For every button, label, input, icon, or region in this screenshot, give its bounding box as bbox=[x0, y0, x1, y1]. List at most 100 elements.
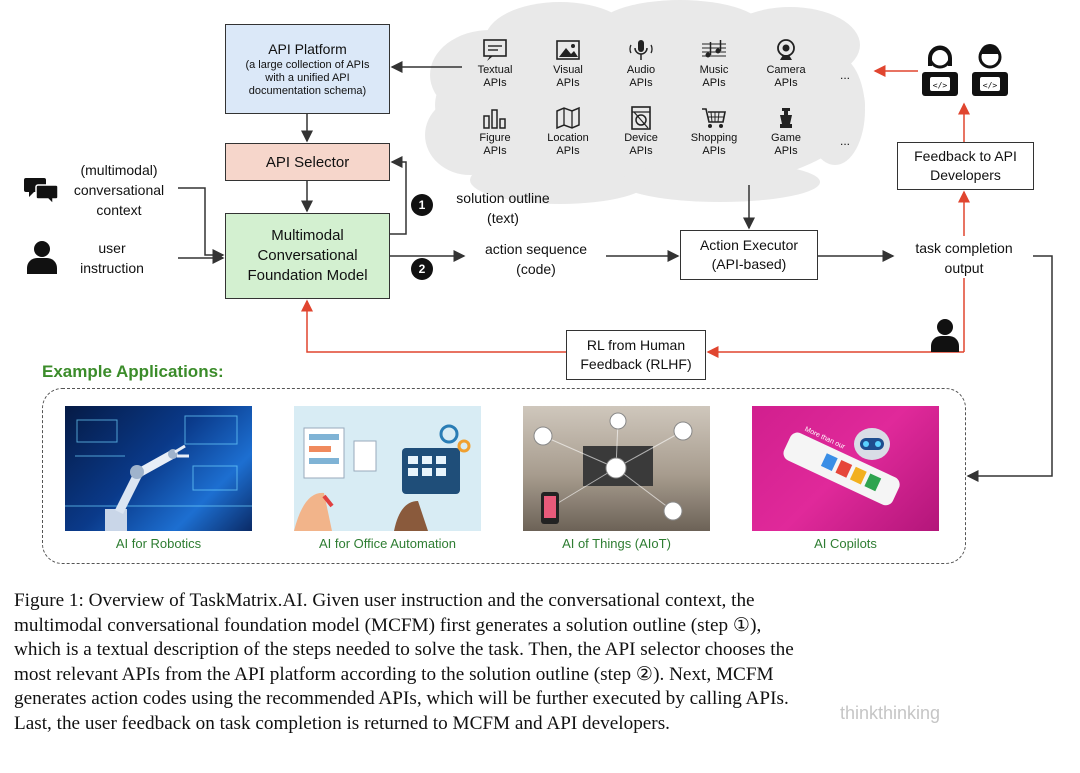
action-executor-box: Action Executor (API-based) bbox=[680, 230, 818, 280]
app-label-robotics: AI for Robotics bbox=[115, 536, 202, 551]
visual-api-icon bbox=[556, 40, 580, 60]
app-label-aiot: AI of Things (AIoT) bbox=[562, 536, 671, 551]
rlhf-box: RL from Human Feedback (RLHF) bbox=[566, 330, 706, 380]
caption-line: Figure 1: Overview of TaskMatrix.AI. Giv… bbox=[14, 590, 755, 611]
context-line: context bbox=[96, 202, 142, 218]
api-label-line: APIs bbox=[556, 145, 580, 157]
sequence-line: (code) bbox=[516, 261, 556, 277]
api-label-line: APIs bbox=[629, 145, 653, 157]
api-platform-desc: (a large collection of APIs with a unifi… bbox=[245, 59, 369, 98]
api-item-location: Location APIs bbox=[532, 106, 604, 158]
game-api-icon bbox=[780, 108, 792, 128]
api-item-music: Music APIs bbox=[678, 38, 750, 90]
api-label-line: Device bbox=[624, 132, 658, 144]
context-line: conversational bbox=[73, 182, 165, 198]
apps-title: Example Applications: bbox=[42, 362, 224, 381]
connector-layer bbox=[178, 0, 1053, 482]
svg-text:</>: </> bbox=[933, 81, 948, 90]
api-more-row1: ... bbox=[840, 68, 851, 82]
caption-line: most relevant APIs from the API platform… bbox=[14, 663, 774, 685]
user-icon bbox=[27, 241, 57, 274]
svg-text:</>: </> bbox=[983, 81, 998, 90]
office-automation-image bbox=[294, 406, 481, 531]
api-label-line: Location bbox=[547, 132, 589, 144]
robot-arm-illustration bbox=[65, 415, 252, 531]
step-2-badge: 2 bbox=[411, 258, 433, 280]
figure-caption: Figure 1: Overview of TaskMatrix.AI. Giv… bbox=[14, 589, 1066, 736]
mcfm-line: Multimodal bbox=[271, 227, 344, 244]
api-platform-desc-line: documentation schema) bbox=[248, 84, 367, 97]
instruction-line: instruction bbox=[80, 260, 144, 276]
executor-line: (API-based) bbox=[711, 256, 787, 272]
api-label-line: Game bbox=[771, 132, 801, 144]
completion-line: task completion bbox=[915, 240, 1013, 256]
api-label-line: APIs bbox=[702, 145, 726, 157]
api-item-audio: Audio APIs bbox=[605, 38, 677, 90]
api-label-line: Shopping bbox=[690, 132, 738, 144]
feedback-line: Feedback to API bbox=[914, 148, 1017, 164]
figure-api-icon bbox=[483, 109, 506, 129]
context-label: (multimodal) conversational context bbox=[60, 160, 178, 220]
music-api-icon bbox=[702, 40, 726, 58]
shopping-api-icon bbox=[702, 108, 726, 128]
rlhf-line: RL from Human bbox=[586, 337, 686, 353]
smart-home-illustration bbox=[533, 412, 693, 524]
caption-line: generates action codes using the recomme… bbox=[14, 688, 789, 709]
app-label-office: AI for Office Automation bbox=[318, 536, 457, 551]
api-cloud bbox=[425, 0, 865, 204]
api-label-line: Textual bbox=[477, 64, 513, 76]
step-1-badge: 1 bbox=[411, 194, 433, 216]
api-item-textual: Textual APIs bbox=[459, 38, 531, 90]
textual-api-icon bbox=[483, 39, 507, 61]
device-api-icon bbox=[631, 106, 651, 130]
api-label-line: Camera bbox=[766, 64, 806, 76]
api-platform-box: API Platform (a large collection of APIs… bbox=[225, 24, 390, 114]
camera-api-icon bbox=[777, 39, 795, 60]
api-platform-title: API Platform bbox=[268, 40, 347, 57]
audio-api-icon bbox=[629, 40, 653, 60]
api-item-device: Device APIs bbox=[605, 106, 677, 158]
arrow-context-to-mcfm bbox=[178, 187, 225, 261]
api-label-line: APIs bbox=[629, 77, 653, 89]
mcfm-line: Foundation Model bbox=[247, 267, 368, 284]
feedback-line: Developers bbox=[930, 167, 1001, 183]
user-instruction-label: user instruction bbox=[62, 238, 162, 278]
outline-line: solution outline bbox=[456, 190, 550, 206]
outline-line: (text) bbox=[487, 210, 519, 226]
rlhf-line: Feedback (RLHF) bbox=[580, 356, 692, 372]
arrow-rlhf-to-mcfm bbox=[301, 299, 566, 353]
apps-frame bbox=[42, 388, 966, 564]
api-label-line: APIs bbox=[483, 77, 507, 89]
caption-line: multimodal conversational foundation mod… bbox=[14, 614, 762, 636]
api-label-line: APIs bbox=[556, 77, 580, 89]
caption-line: Last, the user feedback on task completi… bbox=[14, 712, 670, 734]
api-label-line: APIs bbox=[702, 77, 726, 89]
instruction-line: user bbox=[98, 240, 126, 256]
watermark: thinkthinking bbox=[840, 703, 941, 723]
robotics-image bbox=[65, 406, 252, 531]
api-platform-desc-line: with a unified API bbox=[265, 71, 350, 84]
app-label-copilots: AI Copilots bbox=[814, 536, 877, 551]
task-completion-label: task completion output bbox=[895, 238, 1033, 278]
arrow-outline-to-selector bbox=[390, 156, 407, 235]
api-label-line: APIs bbox=[483, 145, 507, 157]
api-label-line: Music bbox=[699, 64, 729, 76]
completion-line: output bbox=[944, 260, 984, 276]
mcfm-box: Multimodal Conversational Foundation Mod… bbox=[225, 213, 390, 299]
executor-line: Action Executor bbox=[699, 237, 799, 253]
human-feedback-icon bbox=[931, 319, 959, 352]
location-api-icon bbox=[556, 106, 580, 130]
api-item-camera: Camera APIs bbox=[750, 38, 822, 90]
context-line: (multimodal) bbox=[80, 162, 158, 178]
solution-outline-label: solution outline (text) bbox=[440, 188, 566, 228]
arrow-output-to-apps bbox=[966, 255, 1053, 482]
api-item-visual: Visual APIs bbox=[532, 38, 604, 90]
api-label-line: APIs bbox=[774, 145, 798, 157]
developers-icon: </> </> bbox=[922, 44, 1008, 96]
api-more-row2: ... bbox=[840, 134, 851, 148]
api-item-figure: Figure APIs bbox=[459, 106, 531, 158]
api-platform-desc-line: (a large collection of APIs bbox=[245, 58, 370, 71]
office-illustration bbox=[294, 424, 471, 531]
copilot-image: More than our bbox=[752, 406, 939, 531]
action-sequence-label: action sequence (code) bbox=[466, 239, 606, 279]
